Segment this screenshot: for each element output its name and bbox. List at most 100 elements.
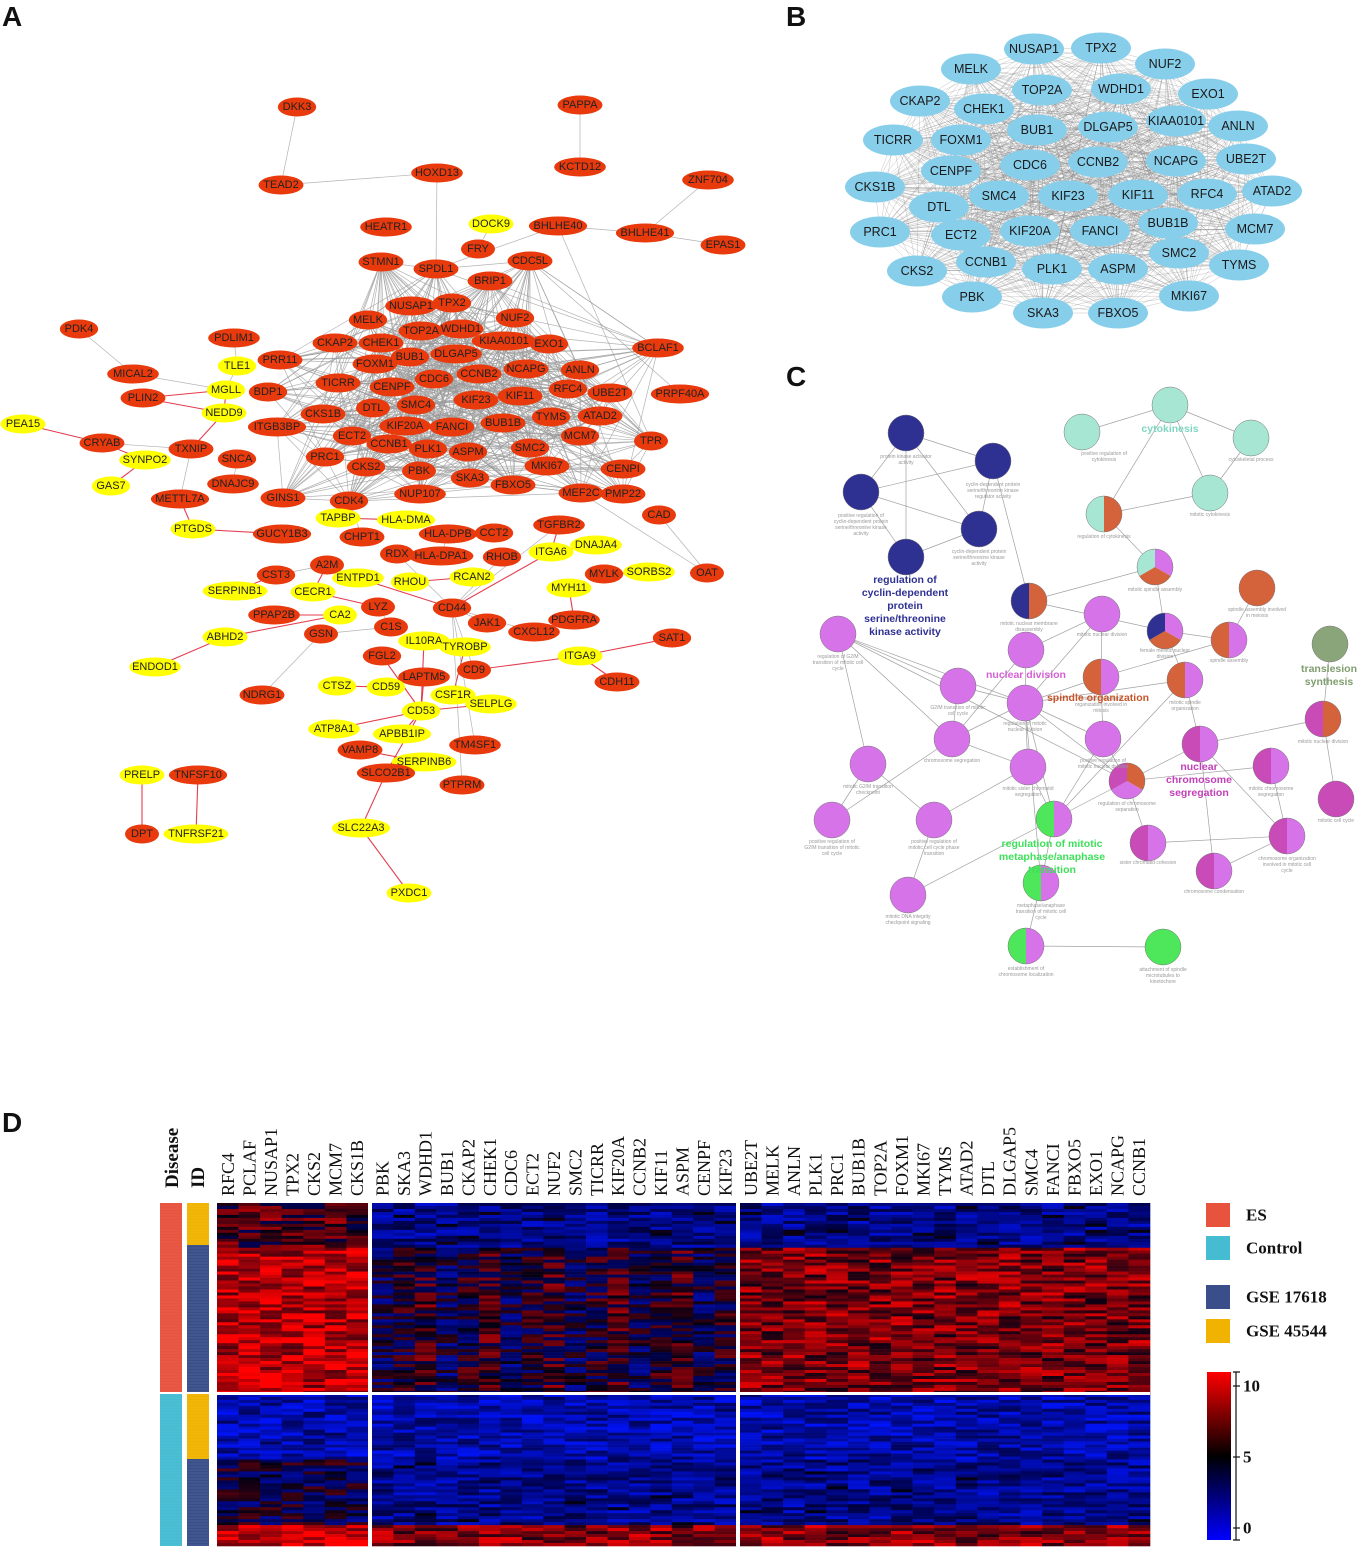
heatmap-cell — [628, 1352, 651, 1356]
heatmap-cell — [346, 1510, 369, 1514]
network-a-node: SMC4 — [396, 395, 436, 415]
network-c-node — [1085, 495, 1123, 533]
heatmap-cell — [346, 1483, 369, 1487]
heatmap-cell — [372, 1349, 394, 1353]
heatmap-cell — [500, 1265, 523, 1269]
network-c-node-label: mitotic nuclear division — [1077, 632, 1128, 638]
heatmap-cell — [650, 1268, 673, 1272]
heatmap-cell — [281, 1378, 304, 1383]
heatmap-cell — [217, 1304, 239, 1308]
network-c-node-label: mitotic nuclear division — [1298, 739, 1349, 745]
heatmap-cell — [346, 1402, 369, 1407]
heatmap-cell — [714, 1355, 737, 1359]
heatmap-cell — [564, 1325, 587, 1329]
heatmap-cell — [479, 1408, 501, 1413]
network-a-node-label: BHLHE40 — [534, 220, 583, 232]
network-a-node-label: CDK4 — [334, 495, 363, 507]
heatmap-cell — [217, 1256, 239, 1260]
heatmap-cell — [521, 1298, 544, 1302]
heatmap-cell — [714, 1408, 737, 1413]
heatmap-cell — [500, 1373, 523, 1377]
heatmap-cell — [324, 1375, 347, 1380]
network-a-node-label: NEDD9 — [205, 407, 242, 419]
heatmap-cell — [500, 1340, 523, 1344]
heatmap-cell — [238, 1235, 261, 1240]
heatmap-cell — [607, 1319, 630, 1323]
network-a-node-label: GINS1 — [266, 492, 299, 504]
heatmap-cell — [650, 1462, 673, 1466]
heatmap-cell — [650, 1349, 673, 1353]
heatmap-cell — [436, 1214, 458, 1219]
heatmap-cell — [693, 1235, 715, 1240]
heatmap-cell — [303, 1280, 326, 1284]
heatmap-cell — [346, 1307, 369, 1311]
heatmap-cell — [693, 1468, 715, 1472]
heatmap-cell — [393, 1441, 416, 1445]
heatmap-cell — [671, 1432, 694, 1436]
heatmap-cell — [324, 1498, 347, 1502]
network-a-node: PBK — [402, 461, 436, 481]
network-c-node — [1166, 661, 1204, 699]
heatmap-cell — [650, 1217, 673, 1222]
network-a-node: SAT1 — [652, 628, 692, 648]
heatmap-cell — [543, 1259, 566, 1263]
network-a-node-label: NUSAP1 — [389, 300, 433, 312]
heatmap-cell — [217, 1420, 239, 1425]
heatmap-cell — [628, 1367, 651, 1371]
network-b-node: DTL — [909, 191, 969, 223]
heatmap-cell — [414, 1292, 437, 1296]
heatmap-cell — [564, 1483, 587, 1487]
heatmap-cell — [346, 1432, 369, 1436]
network-a-node-label: BUB1 — [396, 351, 425, 363]
heatmap-cell — [457, 1286, 480, 1290]
heatmap-cell — [586, 1367, 608, 1371]
network-a-node: HOXD13 — [411, 163, 463, 183]
heatmap-cell — [436, 1322, 458, 1326]
network-b-node-label: FANCI — [1082, 224, 1119, 238]
heatmap-cell — [671, 1381, 694, 1386]
heatmap-cell — [281, 1331, 304, 1335]
heatmap-cell — [346, 1203, 369, 1207]
heatmap-cell — [324, 1459, 347, 1463]
heatmap-cell — [281, 1489, 304, 1493]
heatmap-cell — [260, 1384, 283, 1389]
heatmap-cell — [521, 1399, 544, 1404]
heatmap-cell — [414, 1253, 437, 1257]
heatmap-cell — [346, 1277, 369, 1281]
heatmap-cell — [543, 1489, 566, 1493]
heatmap-cell — [372, 1262, 394, 1266]
heatmap-cell — [500, 1274, 523, 1278]
heatmap-cell — [521, 1378, 544, 1383]
heatmap-cell — [346, 1507, 369, 1511]
heatmap-cell — [436, 1447, 458, 1451]
network-a-node-label: PTGDS — [174, 523, 212, 535]
heatmap-cell — [457, 1328, 480, 1332]
heatmap-cell — [607, 1462, 630, 1466]
network-a-node: KCTD12 — [554, 157, 606, 177]
heatmap-cell — [521, 1331, 544, 1335]
heatmap-cell — [238, 1367, 261, 1371]
heatmap-cell — [650, 1480, 673, 1484]
heatmap-cell — [693, 1301, 715, 1305]
heatmap-cell — [607, 1367, 630, 1371]
heatmap-cell — [500, 1435, 523, 1439]
heatmap-cell — [281, 1420, 304, 1425]
heatmap-cell — [346, 1462, 369, 1466]
heatmap-cell — [607, 1217, 630, 1222]
heatmap-cell — [650, 1325, 673, 1329]
network-b-node: PBK — [942, 281, 1002, 313]
heatmap-cell — [346, 1516, 369, 1520]
network-a-node: TYMS — [531, 407, 571, 427]
heatmap-cell — [372, 1325, 394, 1329]
heatmap-cell — [521, 1420, 544, 1425]
heatmap-cell — [414, 1370, 437, 1374]
heatmap-cell — [457, 1235, 480, 1240]
heatmap-cell — [346, 1459, 369, 1463]
heatmap-cell — [693, 1370, 715, 1374]
heatmap-cell — [260, 1289, 283, 1293]
heatmap-cell — [628, 1474, 651, 1478]
network-a-node-label: CXCL12 — [513, 626, 555, 638]
heatmap-cell — [457, 1229, 480, 1234]
